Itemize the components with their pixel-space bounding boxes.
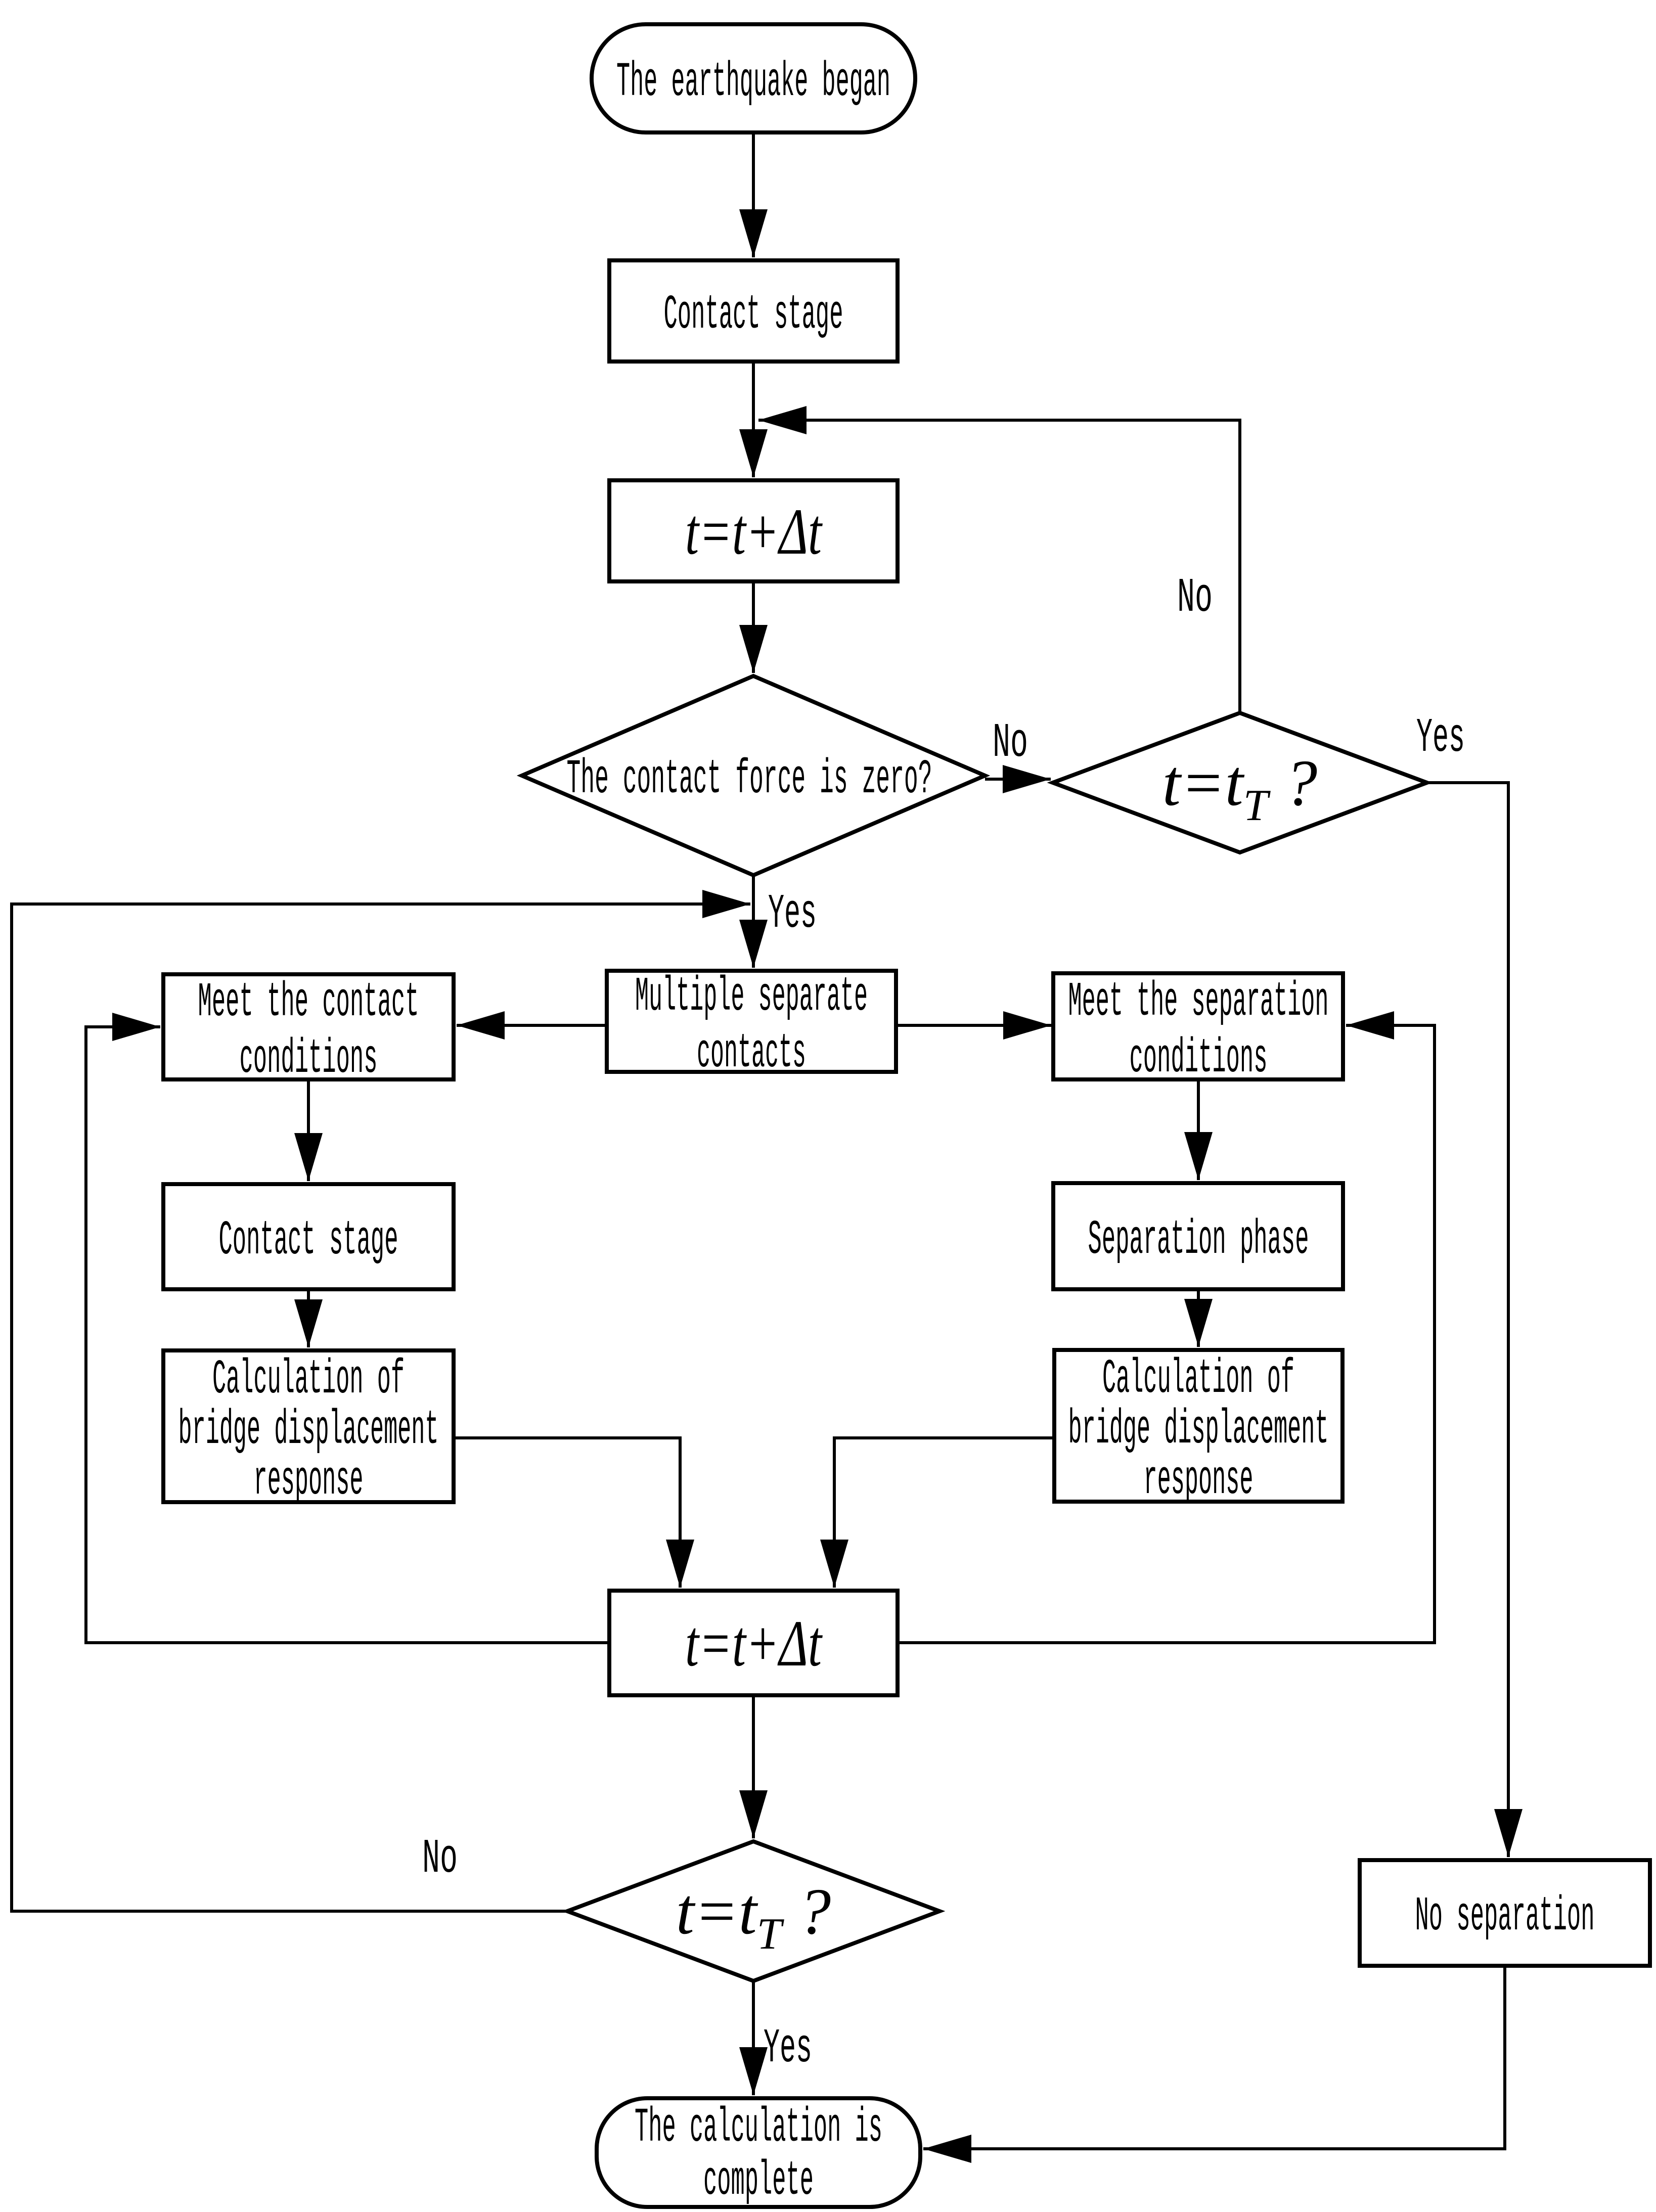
- multiple-separate-contacts-line1: Multiple separate: [635, 969, 868, 1024]
- label-no-time-check-right: No: [1177, 570, 1213, 625]
- contact-stage-top-label: Contact stage: [664, 287, 843, 342]
- multiple-separate-contacts-line2: contacts: [697, 1026, 806, 1081]
- edge-calculation-right-to-time-step-2: [820, 1436, 1054, 1588]
- edge-time-check-right-yes-to-no-separation: [1427, 781, 1523, 1857]
- time-check-bottom-formula: t=tT ?: [676, 1875, 831, 1959]
- contact-force-zero-label: The contact force is zero?: [567, 752, 932, 807]
- label-yes-time-check-right: Yes: [1416, 710, 1465, 765]
- calculation-left-line1: Calculation of: [212, 1352, 405, 1407]
- separation-phase-label: Separation phase: [1088, 1212, 1309, 1268]
- node-multiple-separate-contacts: [605, 969, 898, 1074]
- time-check-right-formula: t=tT ?: [1162, 747, 1317, 830]
- calculation-left-line3: response: [254, 1453, 364, 1508]
- node-contact-force-zero: [516, 673, 991, 878]
- edge-time-step-2-loop-to-meet-contact: [84, 1013, 609, 1644]
- node-time-step-1: [607, 478, 900, 583]
- node-start: [590, 22, 917, 134]
- edge-time-step-2-loop-to-meet-separation: [898, 1011, 1436, 1644]
- meet-contact-conditions-line2: conditions: [240, 1031, 378, 1087]
- node-calculation-left: [161, 1348, 456, 1504]
- label-yes-contact-force: Yes: [768, 886, 817, 941]
- node-meet-contact-conditions: [161, 972, 456, 1081]
- node-calculation-right: [1052, 1348, 1345, 1504]
- end-line1: The calculation is: [635, 2100, 882, 2155]
- node-time-check-bottom: [561, 1839, 946, 1983]
- node-time-step-2: [607, 1589, 900, 1697]
- start-label: The earthquake began: [616, 55, 890, 110]
- end-line2: complete: [703, 2153, 814, 2208]
- no-separation-label: No separation: [1415, 1889, 1595, 1944]
- node-meet-separation-conditions: [1051, 971, 1345, 1081]
- label-no-time-check-bottom: No: [422, 1831, 458, 1886]
- edge-no-separation-to-end: [923, 1966, 1506, 2163]
- meet-separation-conditions-line1: Meet the separation: [1068, 974, 1329, 1029]
- node-time-check-right: [1047, 710, 1433, 855]
- node-end: [595, 2096, 922, 2209]
- calculation-left-line2: bridge displacement: [178, 1403, 439, 1458]
- calculation-right-line3: response: [1144, 1453, 1254, 1508]
- edge-time-check-bottom-no-feedback: [10, 890, 750, 1913]
- node-separation-phase: [1051, 1181, 1345, 1291]
- node-no-separation: [1358, 1858, 1652, 1968]
- meet-contact-conditions-line1: Meet the contact: [198, 975, 419, 1030]
- meet-separation-conditions-line2: conditions: [1130, 1031, 1268, 1086]
- calculation-right-line2: bridge displacement: [1068, 1402, 1329, 1457]
- label-no-contact-force: No: [993, 715, 1028, 771]
- calculation-right-line1: Calculation of: [1102, 1351, 1294, 1407]
- node-contact-stage-left: [161, 1182, 456, 1291]
- time-step-1-formula: t=t+Δt: [685, 495, 823, 568]
- edge-calculation-left-to-time-step-2: [454, 1436, 694, 1588]
- time-step-2-formula: t=t+Δt: [685, 1607, 823, 1680]
- label-yes-time-check-bottom: Yes: [764, 2021, 812, 2076]
- node-contact-stage-top: [607, 258, 900, 364]
- contact-stage-left-label: Contact stage: [219, 1213, 398, 1268]
- edge-time-check-right-no-feedback: [758, 406, 1241, 713]
